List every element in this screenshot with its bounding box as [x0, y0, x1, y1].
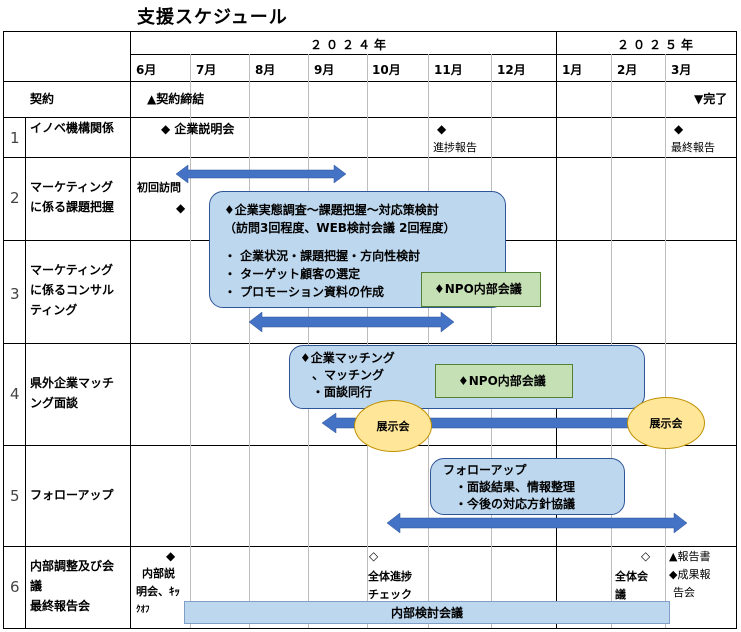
- month-grid-line: [308, 54, 309, 628]
- progress-report-mark: ◆: [437, 122, 447, 136]
- month-jul: 7月: [196, 63, 217, 77]
- month-grid-line: [491, 54, 492, 628]
- month-grid-line: [367, 54, 368, 628]
- month-jun: 6月: [136, 63, 157, 77]
- exhibition-ellipse-1: 展示会: [354, 400, 432, 452]
- table-right-border: [736, 31, 737, 628]
- survey-period-arrow: [175, 164, 347, 184]
- row1-border: [3, 157, 737, 158]
- row-label-3: マーケティングに係るコンサルティング: [30, 263, 115, 317]
- followup-period-arrow: [386, 512, 688, 534]
- year-row-border: [130, 54, 737, 55]
- contract-end: ▼完了: [694, 92, 728, 106]
- row-number-6: 6: [10, 578, 20, 596]
- year-divider: [556, 31, 557, 628]
- contract-row-border: [3, 117, 737, 118]
- table-top-border: [3, 31, 737, 32]
- page-title: 支援スケジュール: [137, 7, 288, 28]
- internal-briefing-label: 内部説 明会、ｷｯ ｸｵﾌ: [136, 567, 180, 615]
- row-number-4: 4: [10, 385, 20, 403]
- row-number-5: 5: [10, 487, 20, 505]
- row-label-2: マーケティングに係る課題把握: [30, 180, 115, 214]
- matching-box: ♦企業マッチング 、マッチング ・面談同行: [289, 345, 645, 409]
- contract-label: 契約: [30, 92, 55, 106]
- month-grid-line: [249, 54, 250, 628]
- exhibition-ellipse-2: 展示会: [627, 397, 705, 449]
- final-report-lines: ▲報告書 ◆成果報 告会: [669, 550, 711, 599]
- npo-meeting-box-1: ♦NPO内部会議: [421, 272, 541, 307]
- month-aug: 8月: [255, 63, 276, 77]
- consulting-period-arrow: [248, 311, 455, 333]
- month-row-border: [3, 81, 737, 82]
- month-nov: 11月: [434, 63, 463, 77]
- all-meeting-mark: ◇: [641, 549, 651, 563]
- contract-start: ▲契約締結: [147, 92, 205, 106]
- year-2025: ２０２５年: [617, 38, 698, 52]
- progress-check-mark: ◇: [369, 549, 379, 563]
- month-dec: 12月: [497, 63, 526, 77]
- internal-briefing-mark: ◆: [166, 549, 176, 563]
- row-number-2: 2: [10, 189, 20, 207]
- month-grid-line: [190, 54, 191, 628]
- followup-box-text: フォローアップ ・面談結果、情報整理 ・今後の対応方針協議: [443, 463, 576, 511]
- row-label-1: イノベ機構関係: [30, 121, 115, 135]
- final-report-mark: ◆: [674, 122, 684, 136]
- month-grid-line: [665, 54, 666, 628]
- row-number-3: 3: [10, 285, 20, 303]
- month-mar: 3月: [671, 63, 692, 77]
- month-sep: 9月: [314, 63, 335, 77]
- followup-box: フォローアップ ・面談結果、情報整理 ・今後の対応方針協議: [430, 458, 625, 515]
- row-label-6: 内部調整及び会議最終報告会: [30, 559, 115, 613]
- month-jan: 1月: [562, 63, 583, 77]
- table-left-border: [3, 31, 4, 628]
- all-meeting-label: 全体会 議: [615, 570, 648, 601]
- year-2024: ２０２４年: [310, 38, 391, 52]
- survey-box-text: ♦企業実態調査～課題把握～対応策検討 （訪問3回程度、WEB検討会議 2回程度）…: [224, 203, 456, 299]
- month-grid-line: [428, 54, 429, 628]
- row5-border: [3, 546, 737, 547]
- final-report-label: 最終報告: [671, 141, 715, 154]
- first-visit-label: 初回訪問: [137, 181, 181, 194]
- row-label-5: フォローアップ: [30, 488, 114, 502]
- num-col-border: [25, 117, 26, 628]
- npo-meeting-box-2: ♦NPO内部会議: [435, 364, 573, 398]
- survey-box: ♦企業実態調査～課題把握～対応策検討 （訪問3回程度、WEB検討会議 2回程度）…: [209, 191, 506, 308]
- table-bottom-border: [3, 628, 737, 629]
- first-visit-mark: ◆: [176, 201, 186, 215]
- briefing-milestone: ◆ 企業説明会: [161, 122, 235, 136]
- internal-review-bar: 内部検討会議: [184, 601, 670, 624]
- month-oct: 10月: [372, 63, 401, 77]
- progress-check-label: 全体進捗 チェック: [368, 570, 412, 601]
- progress-report-label: 進捗報告: [433, 141, 477, 154]
- month-feb: 2月: [617, 63, 638, 77]
- row-label-4: 県外企業マッチング面談: [30, 376, 115, 410]
- label-col-border: [130, 31, 131, 628]
- row-number-1: 1: [10, 129, 20, 147]
- matching-box-text: ♦企業マッチング 、マッチング ・面談同行: [300, 351, 395, 399]
- month-grid-line: [611, 54, 612, 628]
- row3-border: [3, 343, 737, 344]
